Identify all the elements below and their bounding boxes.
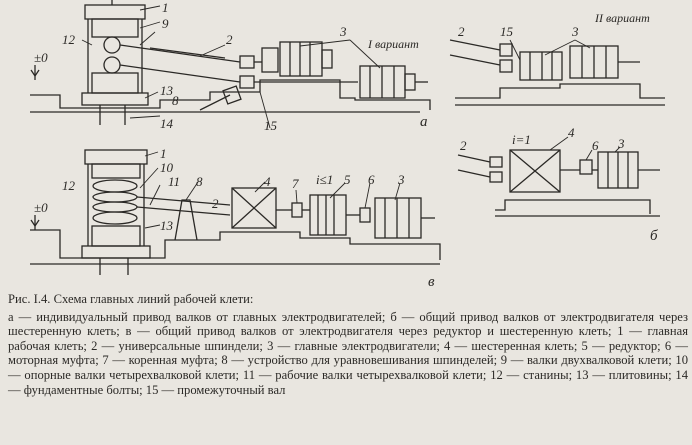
label-8v: 8: [196, 174, 203, 189]
label-12a: 12: [62, 32, 76, 47]
label-1a: 1: [162, 0, 169, 15]
label-4b: 4: [568, 125, 575, 140]
label-3a: 3: [339, 24, 347, 39]
panel-v-letter: в: [428, 274, 435, 290]
figure-caption: Рис. I.4. Схема главных линий рабочей кл…: [8, 292, 688, 397]
label-4v: 4: [264, 174, 271, 189]
panel-b-letter: б: [650, 228, 658, 244]
variant-1-label: I вариант: [367, 37, 419, 51]
label-2b: 2: [460, 138, 467, 153]
variant-2-label: II вариант: [594, 11, 650, 25]
label-8a: 8: [172, 93, 179, 108]
label-14a: 14: [160, 116, 174, 131]
panel-a-variant2-schematic: [449, 39, 665, 106]
panel-a-schematic: [30, 0, 431, 125]
label-1v: 1: [160, 146, 167, 161]
label-5: 5: [344, 172, 351, 187]
panel-a-letter: а: [420, 114, 428, 130]
label-6v: 6: [368, 172, 375, 187]
leader-lines: [81, 5, 621, 229]
label-13a: 13: [160, 83, 174, 98]
label-9: 9: [162, 16, 169, 31]
label-pm0-a: ±0: [34, 50, 48, 65]
label-3b: 3: [617, 136, 625, 151]
label-2a: 2: [226, 32, 233, 47]
figure-drawing: 1 9 12 2 3 I вариант 13 8 14 15 ±0 а 2 1…: [30, 0, 665, 290]
label-15a: 15: [264, 118, 278, 133]
label-2-v2: 2: [458, 24, 465, 39]
label-2v: 2: [212, 196, 219, 211]
label-ratio-eq: i=1: [512, 132, 531, 147]
label-3v: 3: [397, 172, 405, 187]
label-ratio-le: i≤1: [316, 172, 333, 187]
caption-body: а — индивидуальный привод валков от глав…: [8, 309, 688, 397]
label-6b: 6: [592, 138, 599, 153]
label-12v: 12: [62, 178, 76, 193]
caption-title: Рис. I.4. Схема главных линий рабочей кл…: [8, 292, 254, 306]
panel-b-schematic: [457, 149, 660, 217]
label-11: 11: [168, 174, 180, 189]
label-3-v2: 3: [571, 24, 579, 39]
label-13v: 13: [160, 218, 174, 233]
label-10: 10: [160, 160, 174, 175]
panel-v-schematic: [30, 149, 441, 275]
label-pm0-v: ±0: [34, 200, 48, 215]
number-labels: 1 9 12 2 3 I вариант 13 8 14 15 ±0 а 2 1…: [34, 0, 658, 290]
label-15-v2: 15: [500, 24, 514, 39]
label-7: 7: [292, 176, 299, 191]
